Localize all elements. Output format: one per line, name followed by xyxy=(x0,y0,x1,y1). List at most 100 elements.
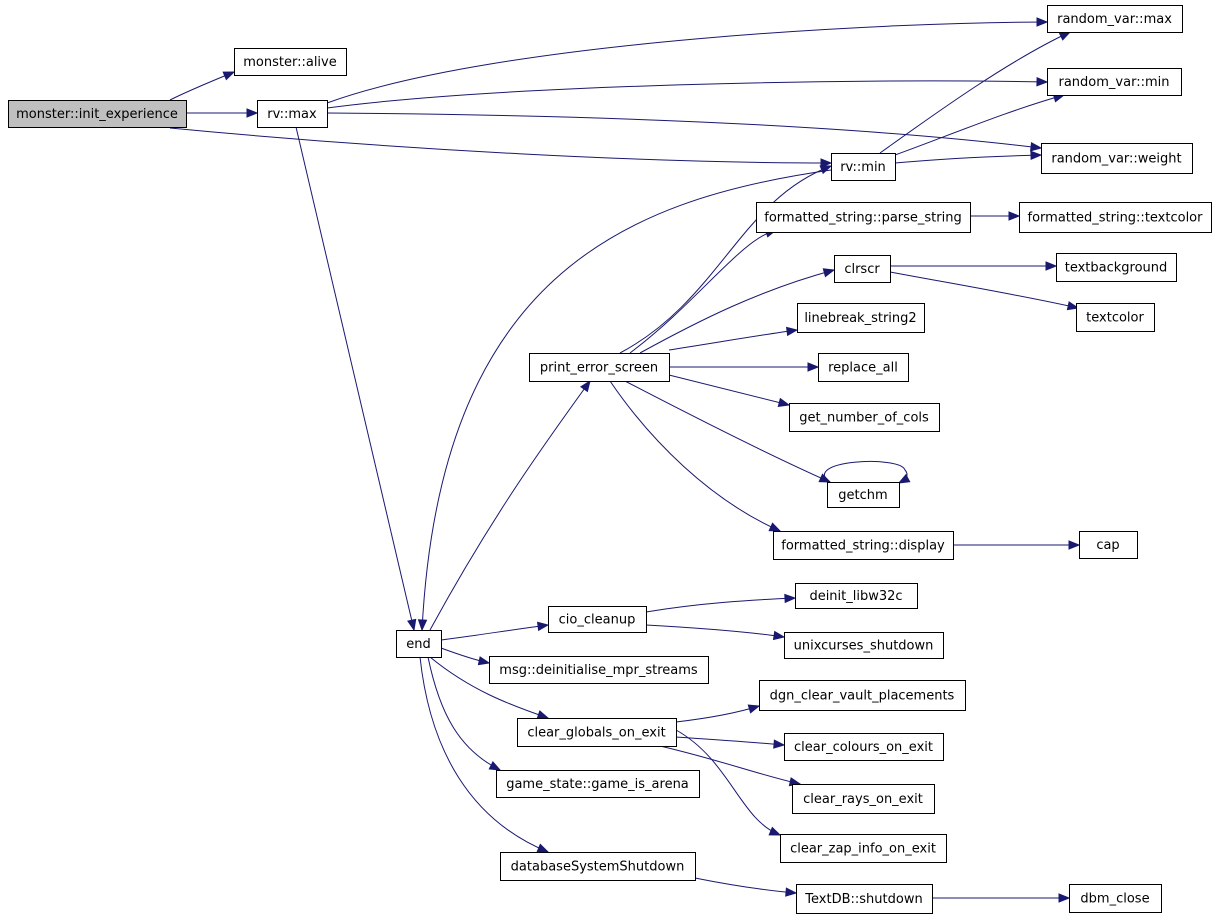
node-label: deinit_libw32c xyxy=(809,589,902,604)
edge-end-to-print_error_screen xyxy=(429,379,591,631)
node-label: textbackground xyxy=(1065,261,1168,276)
node-random-var-max[interactable]: random_var::max xyxy=(1047,5,1183,33)
node-label: linebreak_string2 xyxy=(804,311,916,326)
node-alive[interactable]: monster::alive xyxy=(234,48,347,76)
node-cap[interactable]: cap xyxy=(1079,531,1138,559)
edge-line xyxy=(675,729,781,836)
node-clrscr[interactable]: clrscr xyxy=(834,255,891,283)
edge-clear_globals-to-clear_zap xyxy=(675,729,782,836)
edge-line xyxy=(639,269,835,354)
edge-line xyxy=(326,112,1042,149)
edge-arrowhead xyxy=(536,843,550,853)
node-db-shutdown[interactable]: databaseSystemShutdown xyxy=(500,852,696,881)
node-dbm-close[interactable]: dbm_close xyxy=(1069,884,1162,913)
node-box xyxy=(548,606,647,633)
node-game-is-arena[interactable]: game_state::game_is_arena xyxy=(496,770,700,798)
edge-arrowhead xyxy=(536,710,550,720)
node-random-var-weight[interactable]: random_var::weight xyxy=(1041,143,1193,174)
node-label: clrscr xyxy=(844,262,880,277)
node-label: get_number_of_cols xyxy=(799,411,929,426)
node-fs-display[interactable]: formatted_string::display xyxy=(773,531,954,560)
node-get-number-of-cols[interactable]: get_number_of_cols xyxy=(789,403,940,432)
edge-line xyxy=(326,21,1048,104)
node-box xyxy=(1069,884,1162,913)
node-parse-string[interactable]: formatted_string::parse_string xyxy=(756,202,971,233)
edge-line xyxy=(668,329,798,351)
node-box xyxy=(517,718,677,747)
node-deinit-libw32c[interactable]: deinit_libw32c xyxy=(795,583,918,609)
node-label: monster::alive xyxy=(243,55,336,70)
edge-arrowhead xyxy=(417,619,428,632)
node-clear-zap[interactable]: clear_zap_info_on_exit xyxy=(780,834,947,863)
edge-clrscr-to-textbackground xyxy=(890,261,1058,271)
node-label: clear_colours_on_exit xyxy=(794,740,933,755)
node-end[interactable]: end xyxy=(396,630,442,658)
edge-line xyxy=(429,656,549,719)
node-cio-cleanup[interactable]: cio_cleanup xyxy=(548,606,647,633)
call-graph-nodes: monster::init_experience monster::aliverv… xyxy=(8,5,1212,914)
edge-arrowhead xyxy=(1030,150,1043,161)
node-box xyxy=(827,482,900,508)
node-label: random_var::weight xyxy=(1051,152,1181,167)
edge-arrowhead xyxy=(1036,17,1049,27)
node-clear-globals[interactable]: clear_globals_on_exit xyxy=(517,718,677,747)
node-textdb-shutdown[interactable]: TextDB::shutdown xyxy=(796,884,933,914)
node-box xyxy=(759,680,966,711)
node-rv-min[interactable]: rv::min xyxy=(831,153,896,181)
edge-arrowhead xyxy=(537,621,550,632)
node-label: clear_globals_on_exit xyxy=(527,726,665,741)
node-box xyxy=(834,255,891,283)
node-textcolor[interactable]: textcolor xyxy=(1076,303,1155,332)
edge-line xyxy=(694,877,797,894)
edge-line xyxy=(169,127,832,164)
node-linebreak-string2[interactable]: linebreak_string2 xyxy=(797,303,925,333)
node-label: cap xyxy=(1096,538,1119,553)
edge-line xyxy=(419,656,549,853)
node-unixcurses-shutdown[interactable]: unixcurses_shutdown xyxy=(784,632,944,659)
edge-rv_max-to-end xyxy=(295,126,417,632)
node-label: print_error_screen xyxy=(540,361,658,376)
edge-line xyxy=(295,126,415,631)
node-label: getchm xyxy=(838,488,887,503)
node-init-experience[interactable]: monster::init_experience xyxy=(8,100,187,128)
edge-rv_max-to-random_var_max xyxy=(326,17,1049,104)
node-box xyxy=(1019,202,1212,233)
edge-line xyxy=(824,460,908,484)
node-label: formatted_string::display xyxy=(781,539,945,554)
node-box xyxy=(496,770,700,798)
node-textbackground[interactable]: textbackground xyxy=(1056,253,1177,282)
edge-end-to-db_shutdown xyxy=(419,656,550,853)
edge-line xyxy=(645,597,796,613)
node-clear-colours[interactable]: clear_colours_on_exit xyxy=(784,733,944,761)
node-msg-deinit[interactable]: msg::deinitialise_mpr_streams xyxy=(489,656,709,684)
edge-getchm-to-getchm xyxy=(824,460,911,484)
node-random-var-min[interactable]: random_var::min xyxy=(1047,68,1182,96)
edge-arrowhead xyxy=(777,397,791,407)
node-print-error-screen[interactable]: print_error_screen xyxy=(529,353,670,382)
edge-line xyxy=(894,94,1065,156)
node-box xyxy=(784,733,944,761)
node-label: formatted_string::parse_string xyxy=(764,211,961,226)
node-dgn-clear[interactable]: dgn_clear_vault_placements xyxy=(759,680,966,711)
edge-arrowhead xyxy=(768,826,782,836)
edge-arrowhead xyxy=(1066,301,1080,311)
node-box xyxy=(1047,5,1183,33)
edge-rv_min-to-random_var_weight xyxy=(894,150,1043,164)
node-label: rv::max xyxy=(267,107,317,122)
edge-arrowhead xyxy=(580,379,591,393)
node-replace-all[interactable]: replace_all xyxy=(818,353,909,382)
node-box xyxy=(529,353,670,382)
call-graph-edges xyxy=(169,17,1081,903)
node-getchm[interactable]: getchm xyxy=(827,482,900,508)
node-rv-max[interactable]: rv::max xyxy=(257,100,328,128)
edge-arrowhead xyxy=(1030,142,1043,152)
node-fs-textcolor[interactable]: formatted_string::textcolor xyxy=(1019,202,1212,233)
edge-db_shutdown-to-textdb_shutdown xyxy=(694,877,798,897)
edge-line xyxy=(624,380,831,483)
node-label: random_var::min xyxy=(1059,75,1170,90)
node-label: random_var::max xyxy=(1057,12,1172,27)
edge-arrowhead xyxy=(1058,893,1071,903)
node-box xyxy=(396,630,442,658)
node-clear-rays[interactable]: clear_rays_on_exit xyxy=(792,784,935,814)
node-label: TextDB::shutdown xyxy=(804,892,922,907)
